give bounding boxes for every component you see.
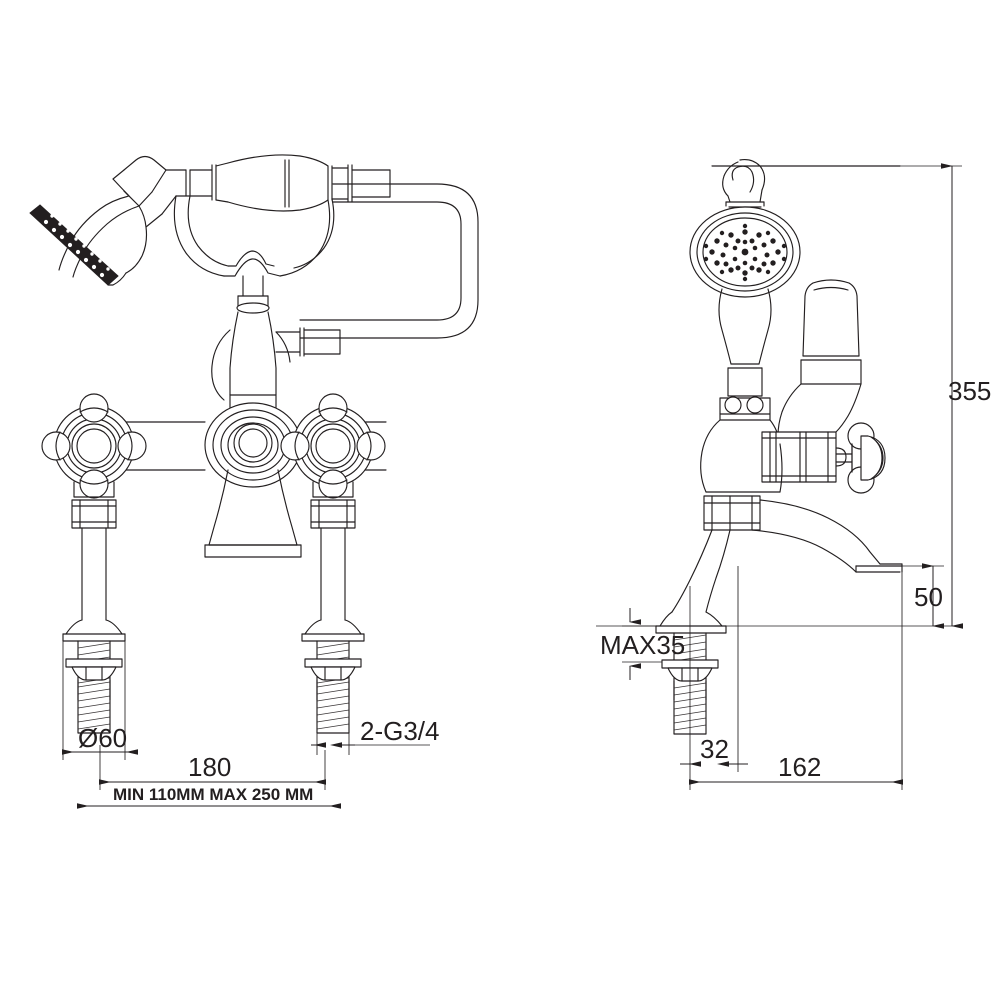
cradle-stem [236, 275, 270, 314]
cross-handle-side [835, 422, 886, 494]
hex-nut-left [71, 499, 117, 529]
dimension-label-projection-162: 162 [778, 752, 821, 782]
dimension-offset-32: 32 [680, 566, 748, 772]
front-view: Ø60 2-G3/4 180 MIN 110MM MAX 250 MM [29, 154, 479, 809]
spout-column [204, 469, 302, 558]
dimension-label-spout-50: 50 [914, 582, 943, 612]
handset-handle [165, 154, 391, 212]
threaded-shank-left [62, 619, 126, 734]
handset-neck [123, 155, 177, 228]
threaded-shank-right [301, 619, 365, 734]
dimension-span-minmax: MIN 110MM MAX 250 MM [77, 785, 341, 809]
handset-cradle [173, 195, 335, 277]
dimension-centres-180: 180 [99, 745, 326, 790]
centre-lines [596, 586, 960, 740]
dimension-deck-max35: MAX35 [600, 608, 685, 680]
hex-nut-right [310, 499, 356, 529]
dimension-label-span-minmax: MIN 110MM MAX 250 MM [113, 785, 313, 804]
dimension-label-thread-spec: 2-G3/4 [360, 716, 440, 746]
mixer-body [700, 419, 886, 531]
hex-nut-side [703, 495, 761, 531]
handset-riser [718, 288, 772, 421]
shower-head-face [689, 206, 801, 298]
side-view: 355 50 MAX35 32 162 [596, 159, 991, 790]
dimension-label-offset-32: 32 [700, 734, 729, 764]
riser-tube-side [655, 529, 731, 634]
dimension-height-355: 355 [900, 163, 991, 629]
shower-handset-head [29, 169, 148, 286]
dimension-thread-spec: 2-G3/4 [311, 716, 440, 755]
dimension-label-height-355: 355 [948, 376, 991, 406]
cartridge-housing [761, 431, 847, 483]
dimension-diameter-60: Ø60 [62, 641, 138, 760]
dimension-label-diameter-60: Ø60 [78, 723, 127, 753]
dimension-spout-50: 50 [902, 563, 944, 629]
shower-hose [299, 183, 479, 339]
bath-spout [751, 499, 903, 573]
dimension-projection-162: 162 [689, 572, 903, 790]
cross-handle-right [280, 393, 386, 621]
spout-column-upper [211, 311, 341, 411]
dimension-label-centres-180: 180 [188, 752, 231, 782]
dimension-label-deck-max35: MAX35 [600, 630, 685, 660]
nozzle-pattern [703, 223, 787, 282]
thread-hatch-right-lower [316, 681, 350, 730]
thread-hatch-left-lower [77, 681, 111, 730]
lever-handle [777, 279, 862, 437]
cross-handle-left [41, 393, 147, 621]
knurled-collar [719, 396, 771, 421]
